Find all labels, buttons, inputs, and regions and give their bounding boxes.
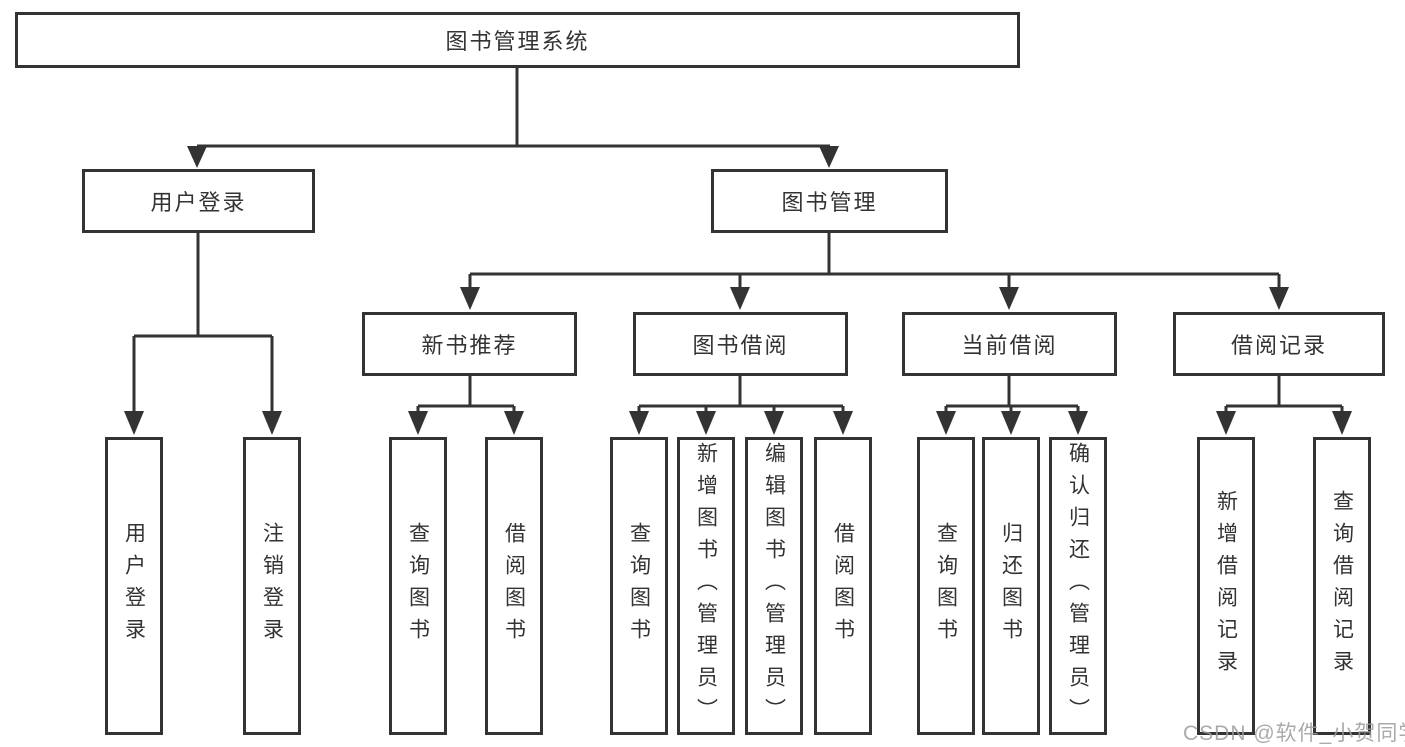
node-label: 借阅图书 bbox=[502, 522, 526, 650]
leaf-logout: 注销登录 bbox=[243, 437, 301, 735]
node-label: 查询借阅记录 bbox=[1330, 490, 1354, 682]
leaf-edit-book-admin: 编辑图书（管理员） bbox=[745, 437, 803, 735]
node-label: 用户登录 bbox=[122, 522, 146, 650]
node-user-login: 用户登录 bbox=[82, 169, 315, 233]
csdn-watermark: CSDN @软件_小贺同学 bbox=[1183, 722, 1405, 745]
arrowhead-icons bbox=[124, 146, 1352, 435]
node-label: 新增借阅记录 bbox=[1214, 490, 1238, 682]
node-label: 注销登录 bbox=[260, 522, 284, 650]
node-label: 归还图书 bbox=[999, 522, 1023, 650]
node-label: 编辑图书（管理员） bbox=[762, 442, 786, 730]
leaf-add-book-admin: 新增图书（管理员） bbox=[677, 437, 735, 735]
node-label: 新增图书（管理员） bbox=[694, 442, 718, 730]
node-label: 新书推荐 bbox=[421, 333, 518, 358]
node-new-book-recommend: 新书推荐 bbox=[362, 312, 577, 376]
leaf-add-borrow-record: 新增借阅记录 bbox=[1197, 437, 1255, 735]
leaf-query-book-borrow: 查询图书 bbox=[610, 437, 668, 735]
node-label: 图书管理 bbox=[781, 190, 878, 215]
node-label: 用户登录 bbox=[150, 190, 247, 215]
leaf-return-book: 归还图书 bbox=[982, 437, 1040, 735]
leaf-query-borrow-record: 查询借阅记录 bbox=[1313, 437, 1371, 735]
node-label: 确认归还（管理员） bbox=[1066, 442, 1090, 730]
leaf-borrow-book: 借阅图书 bbox=[814, 437, 872, 735]
node-label: 查询图书 bbox=[406, 522, 430, 650]
node-label: 借阅记录 bbox=[1230, 333, 1327, 358]
node-root-library-system: 图书管理系统 bbox=[15, 12, 1020, 68]
node-label: 查询图书 bbox=[627, 522, 651, 650]
leaf-confirm-return-admin: 确认归还（管理员） bbox=[1049, 437, 1107, 735]
node-label: 借阅图书 bbox=[831, 522, 855, 650]
node-label: 查询图书 bbox=[934, 522, 958, 650]
leaf-borrow-book-recommend: 借阅图书 bbox=[485, 437, 543, 735]
node-label: 图书管理系统 bbox=[445, 29, 590, 54]
node-borrow-record: 借阅记录 bbox=[1173, 312, 1385, 376]
node-book-management: 图书管理 bbox=[711, 169, 948, 233]
node-book-borrow: 图书借阅 bbox=[633, 312, 848, 376]
node-label: 当前借阅 bbox=[961, 333, 1058, 358]
leaf-query-book-current: 查询图书 bbox=[917, 437, 975, 735]
leaf-query-book-recommend: 查询图书 bbox=[389, 437, 447, 735]
node-label: 图书借阅 bbox=[692, 333, 789, 358]
leaf-user-login: 用户登录 bbox=[105, 437, 163, 735]
node-current-borrow: 当前借阅 bbox=[902, 312, 1117, 376]
